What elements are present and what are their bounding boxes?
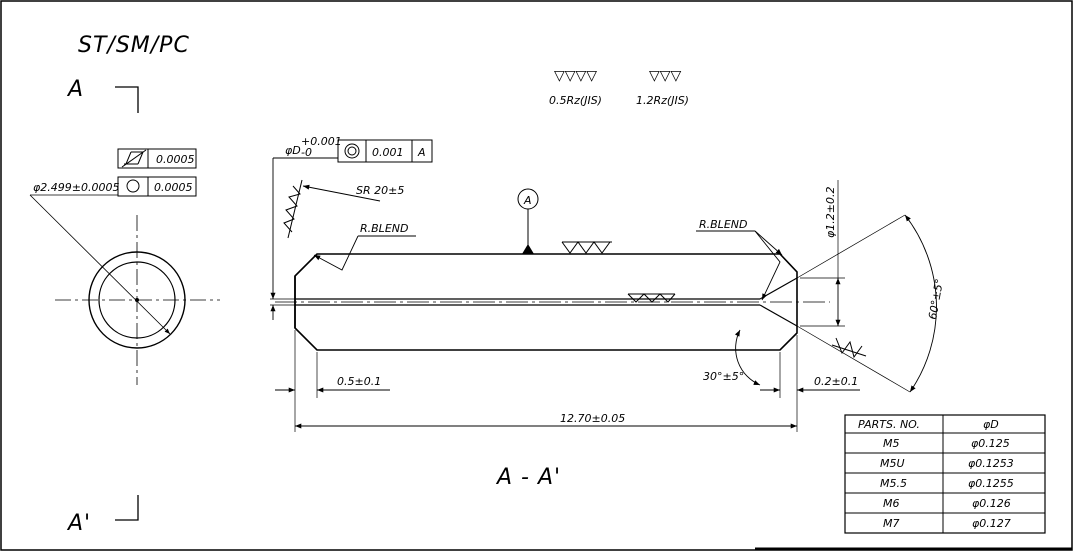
roughness-coarse: ▽▽▽ 1.2Rz(JIS) <box>636 68 689 107</box>
inner-circle <box>98 261 176 339</box>
sr-leader <box>302 184 381 202</box>
parts-table: PARTS. NO. φD M5 φ0.125 M5U φ0.1253 M5.5… <box>844 414 1046 534</box>
cone-lower <box>759 304 798 327</box>
parts-table-frame <box>844 414 1046 534</box>
bore-tol-upper: +0.001 <box>301 135 342 148</box>
cone-angle: 60°±5° <box>926 278 946 321</box>
cone-ext-lower <box>796 325 911 393</box>
runout-value: 0.0005 <box>156 153 195 166</box>
cone-ext-upper <box>796 214 906 279</box>
bore-diameter: φD <box>285 144 301 157</box>
diameter-note: φ2.499±0.0005 <box>33 181 119 194</box>
section-end-mark <box>115 495 139 521</box>
table-cell-part: M5 <box>883 437 900 450</box>
center-dot <box>135 298 139 302</box>
concentricity-icon <box>344 143 360 159</box>
table-cell-diameter: φ0.1253 <box>968 457 1014 470</box>
section-end-label: A' <box>66 511 91 536</box>
table-header-diameter: φD <box>983 418 999 431</box>
bore-tol-lower: -0 <box>301 146 312 159</box>
table-cell-part: M6 <box>883 497 900 510</box>
table-header-part: PARTS. NO. <box>858 418 920 431</box>
chamfer-right: 0.2±0.1 <box>814 375 858 388</box>
blend-left-leader <box>313 235 359 271</box>
table-cell-diameter: φ0.126 <box>972 497 1011 510</box>
table-cell-part: M5U <box>880 457 905 470</box>
spherical-radius: SR 20±5 <box>356 184 404 197</box>
section-start-mark <box>115 86 139 113</box>
surface-mark-cone <box>831 337 867 359</box>
drawing-title: ST/SM/PC <box>78 33 190 58</box>
chamfer-left: 0.5±0.1 <box>337 375 381 388</box>
cone-upper <box>759 277 798 300</box>
concentricity-frame <box>337 139 433 163</box>
roughness-coarse-symbol: ▽▽▽ <box>649 68 682 84</box>
circularity-frame <box>117 176 197 197</box>
concentricity-value: 0.001 <box>372 146 404 159</box>
outer-circle <box>88 251 186 349</box>
diameter-leader <box>29 194 171 335</box>
chamfer-angle-arc <box>734 329 761 386</box>
section-start-label: A <box>66 77 84 102</box>
roughness-fine-label: 0.5Rz(JIS) <box>549 94 602 107</box>
table-cell-part: M5.5 <box>880 477 907 490</box>
blend-left-label: R.BLEND <box>360 222 408 235</box>
chamfer-angle: 30°±5° <box>703 370 744 383</box>
concentricity-datum: A <box>417 146 426 159</box>
surface-mark-top <box>561 241 612 254</box>
cone-angle-arc <box>904 214 937 393</box>
roughness-fine-symbol: ▽▽▽▽ <box>554 68 597 84</box>
sr-roughness-mark <box>283 179 303 239</box>
datum-marker: A <box>523 194 532 207</box>
runout-frame <box>117 148 197 169</box>
end-view: φ2.499±0.0005 0.0005 0.0005 <box>29 148 220 385</box>
roughness-fine: ▽▽▽▽ 0.5Rz(JIS) <box>549 68 602 107</box>
table-cell-diameter: φ0.125 <box>971 437 1010 450</box>
surface-mark-bore <box>627 293 676 303</box>
table-cell-diameter: φ0.127 <box>972 517 1011 530</box>
hole-diameter: φ1.2±0.2 <box>824 187 837 238</box>
overall-length: 12.70±0.05 <box>560 412 625 425</box>
runout-icon <box>121 149 147 168</box>
section-view-label: A - A' <box>495 465 561 490</box>
table-cell-part: M7 <box>883 517 900 530</box>
section-view: φD +0.001 -0 0.001 A SR 20±5 R.BLEND R.B… <box>270 135 946 432</box>
blend-right-leader <box>754 230 781 301</box>
circularity-value: 0.0005 <box>154 181 193 194</box>
roughness-coarse-label: 1.2Rz(JIS) <box>636 94 689 107</box>
circularity-icon <box>126 179 140 193</box>
table-cell-diameter: φ0.1255 <box>968 477 1014 490</box>
blend-right-label: R.BLEND <box>699 218 747 231</box>
blend-right-leader-2 <box>754 230 783 256</box>
datum-triangle <box>522 244 534 254</box>
